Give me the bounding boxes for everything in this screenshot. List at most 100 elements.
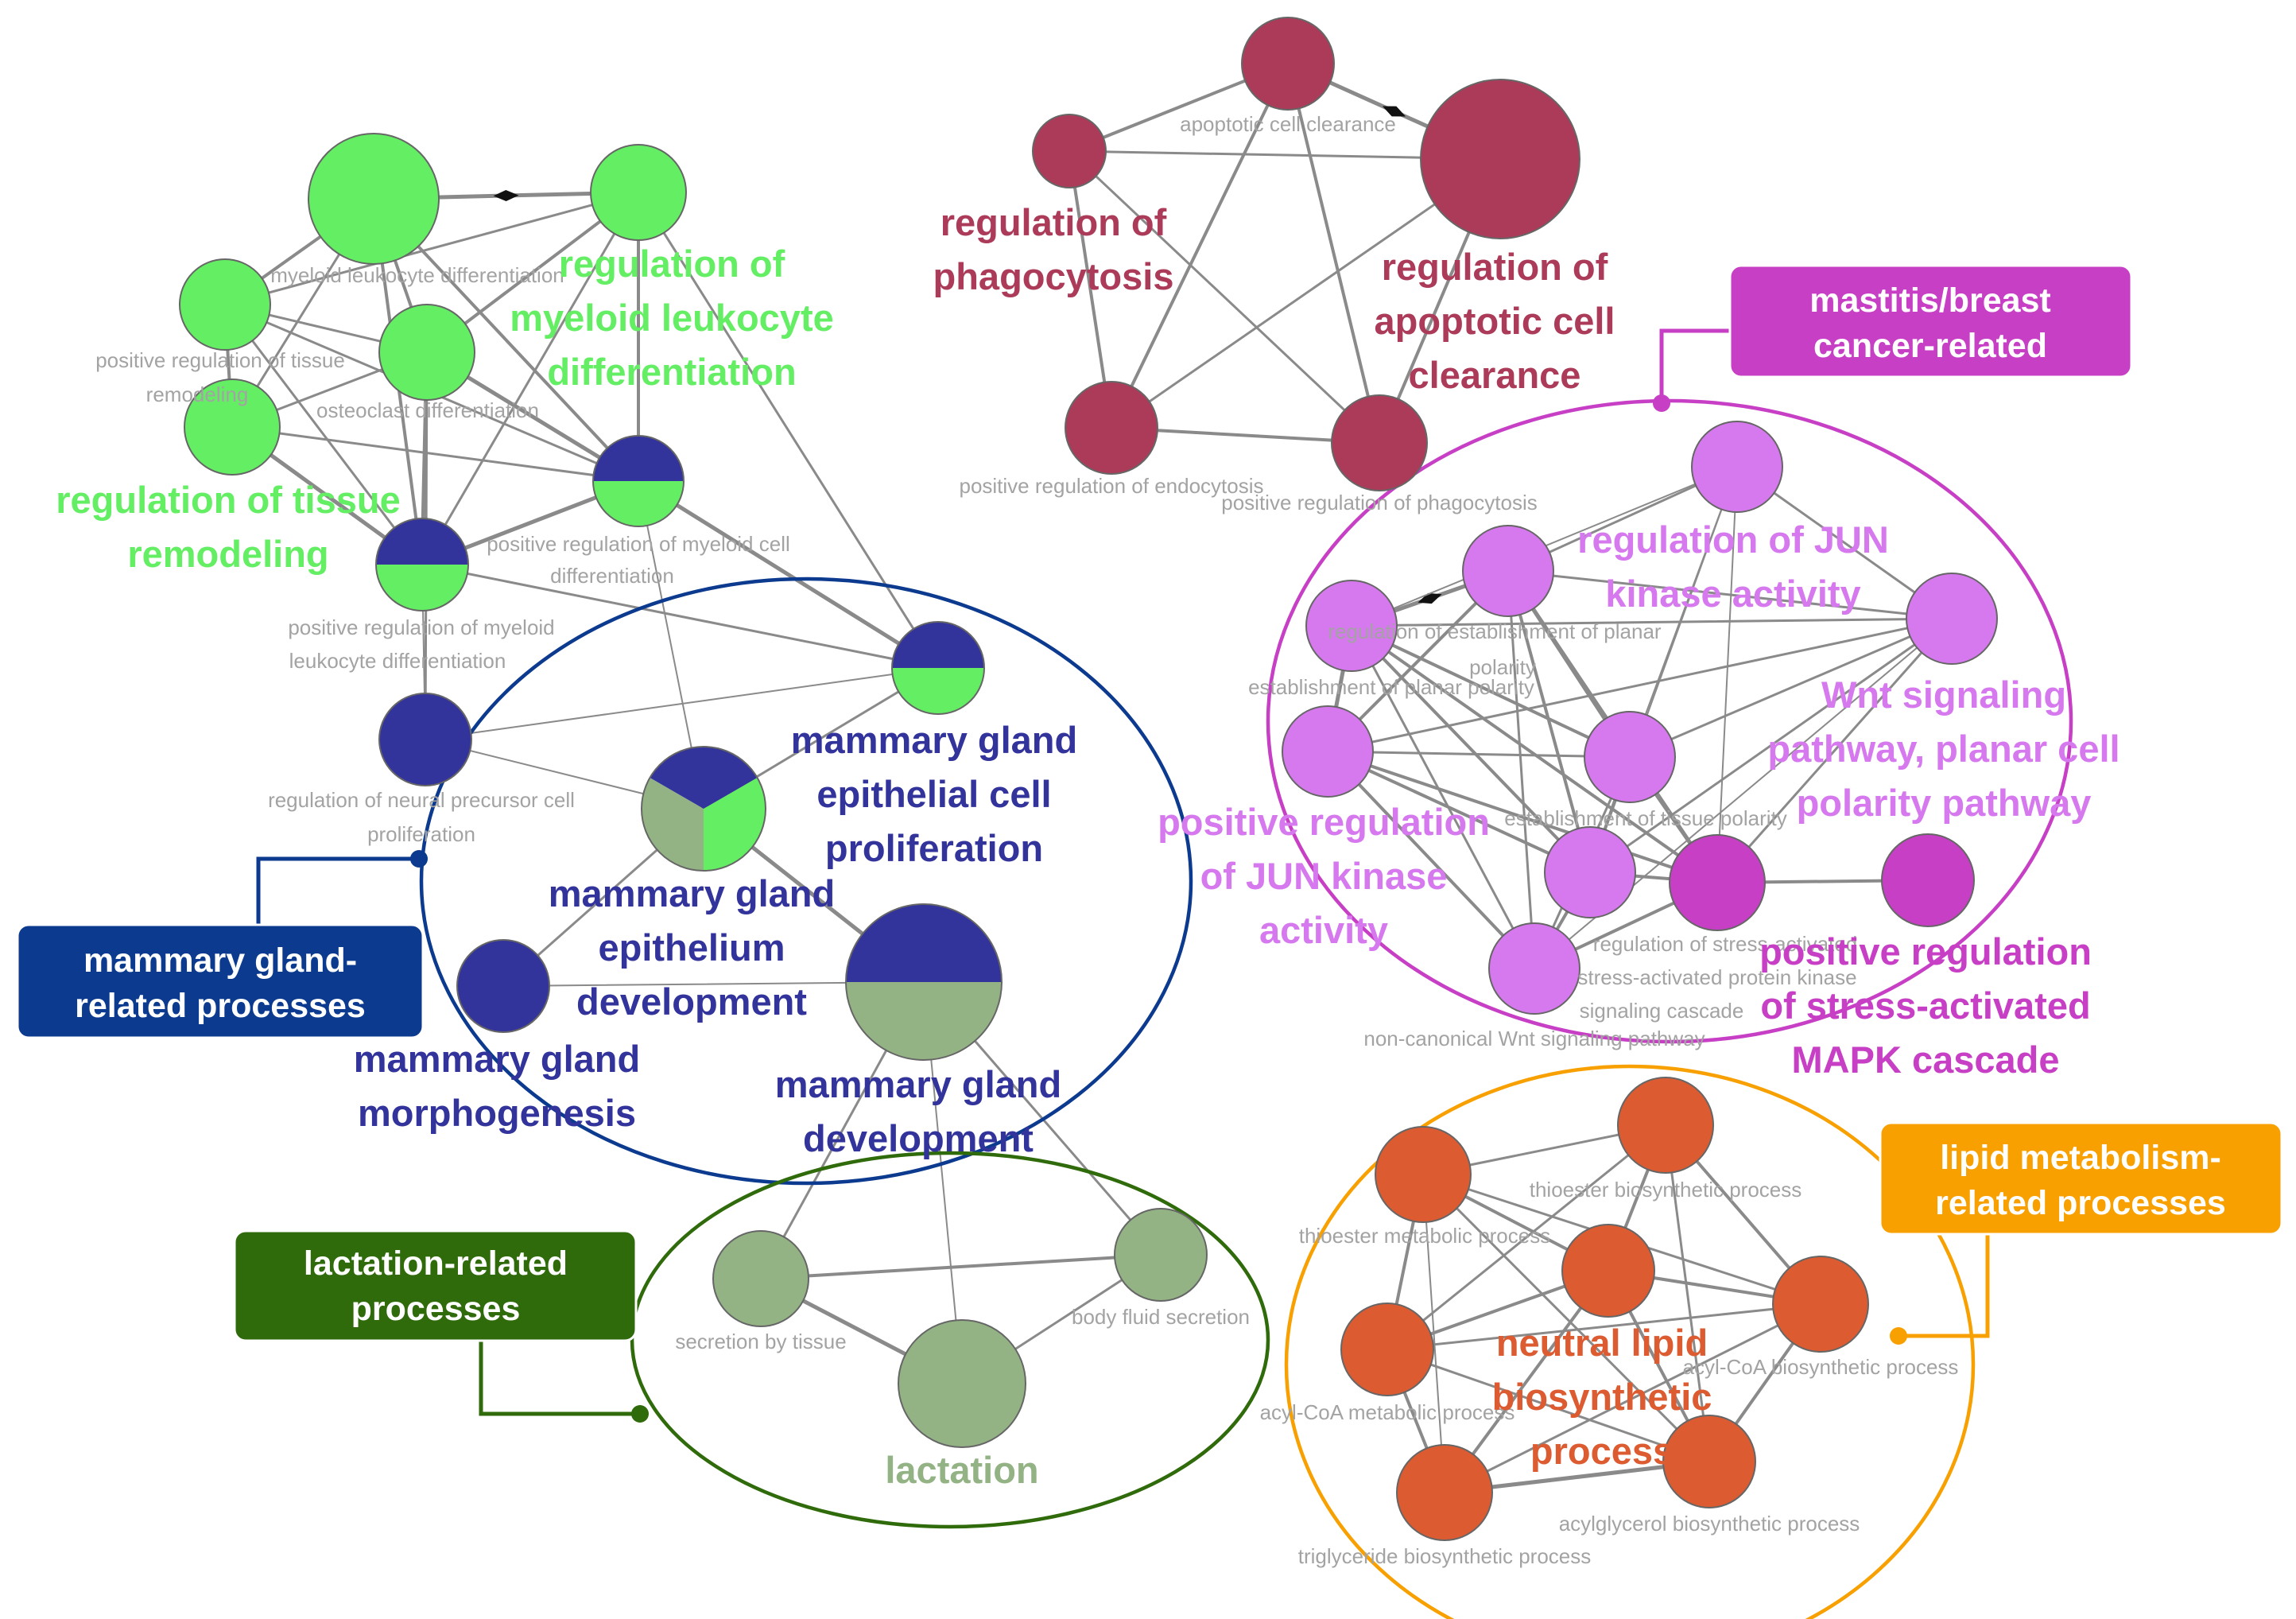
node-v_jun[interactable] [1462,525,1554,617]
node-lactation[interactable] [898,1319,1026,1448]
node-label: stress-activated protein kinase [1577,965,1856,989]
node-v_tissue_pol[interactable] [1544,826,1636,918]
node-label: establishment of planar polarity [1248,675,1534,699]
node-circle [1881,833,1975,927]
node-osteoclast[interactable] [378,304,475,401]
node-label: differentiation [550,564,674,588]
node-label: positive regulation of myeloid cell [487,532,790,556]
edge-o_thio_bio-o_acyl_met [1386,1124,1667,1351]
node-circle [1396,1444,1493,1541]
node-label: acylglycerol biosynthetic process [1559,1512,1860,1536]
node-slice [846,904,1002,982]
group-label-line: neutral lipid [1496,1322,1708,1364]
node-circle [590,144,687,241]
node-slice [892,622,984,668]
edge-myeloid_top-myeloid_left [223,191,640,306]
node-v_top[interactable] [1691,421,1783,513]
edge-myeloid_left-pos_myeloid [223,303,424,566]
node-tissue_pos[interactable] [184,379,281,476]
node-pos_myeloid_diff[interactable] [592,435,685,527]
node-body_fluid[interactable] [1114,1208,1208,1302]
callout-box [16,923,425,1039]
edge-v_pos_jun-m_stress [1326,750,1719,884]
group-label-line: of JUN kinase [1200,855,1448,897]
group-label-line: mammary gland [549,872,835,914]
callout-text-line: cancer-related [1813,327,2047,365]
node-circle [1114,1208,1208,1302]
node-mg_epi_prolif[interactable] [891,621,985,715]
node-mg_dev[interactable] [845,903,1003,1061]
node-slice [846,982,1002,1060]
edge-secretion-body_fluid [759,1253,1162,1280]
node-label: polarity [1469,655,1536,679]
node-v_wnt[interactable] [1906,573,1998,665]
node-o_thio_bio[interactable] [1617,1077,1714,1174]
node-o_neutral[interactable] [1561,1224,1655,1318]
node-phago[interactable] [1032,114,1107,188]
node-myeloid_top[interactable] [590,144,687,241]
node-slice [642,778,704,871]
callout-text-line: related processes [1935,1184,2226,1222]
node-pos_phago[interactable] [1331,394,1428,491]
group-label-line: morphogenesis [358,1092,636,1134]
node-o_thioester[interactable] [1375,1126,1472,1223]
node-circle [1488,922,1580,1015]
edge-diamond-marker [493,190,519,201]
node-apop_big[interactable] [1420,79,1580,239]
node-apop_top[interactable] [1241,17,1335,111]
node-outline [592,435,685,527]
node-o_acyl_met[interactable] [1340,1303,1434,1396]
node-label: non-canonical Wnt signaling pathway [1363,1027,1705,1050]
node-v_pos_jun[interactable] [1282,705,1374,798]
edge-v_wnt-v_center [1628,617,1953,759]
node-slice [376,518,468,565]
node-circle [1420,79,1580,239]
node-o_acyl_bio[interactable] [1772,1256,1869,1353]
group-label-line: differentiation [547,351,796,393]
node-o_acylgly[interactable] [1662,1415,1756,1508]
group-label-line: polarity pathway [1797,782,2092,824]
node-label: leukocyte differentiation [289,649,506,673]
node-m_pos_stress[interactable] [1881,833,1975,927]
node-o_trig[interactable] [1396,1444,1493,1541]
node-circle [378,304,475,401]
node-mg_morph[interactable] [456,939,550,1033]
callout-connector [256,856,419,925]
node-mg_epithelium[interactable] [641,746,766,872]
node-label: positive regulation of tissue [95,348,345,372]
callout-text: lipid metabolism-related processes [1935,1139,2226,1222]
node-circle [1065,381,1158,475]
node-circle [1462,525,1554,617]
edge-pos_myeloid-mg_epi_prolif [421,563,940,670]
node-label: positive regulation of phagocytosis [1221,491,1537,514]
edge-v_jun-v_tissue_pol [1507,569,1592,874]
node-neural[interactable] [378,693,472,786]
group-label-g9: lactation [885,1449,1038,1491]
node-v_center[interactable] [1584,711,1676,803]
node-label: thioester metabolic process [1299,1224,1550,1248]
node-pos_myeloid[interactable] [375,518,469,611]
callout-box [1879,1121,2283,1236]
edge-v_pos_jun-v_tissue_pol [1326,750,1592,874]
node-endocytosis[interactable] [1065,381,1158,475]
group-label-line: clearance [1409,354,1581,396]
node-label: osteoclast differentiation [316,398,539,422]
node-circle [1561,1224,1655,1318]
node-m_stress[interactable] [1669,834,1766,931]
node-myeloid_left[interactable] [179,258,271,351]
edge-apop_top-endocytosis [1110,62,1290,429]
node-v_noncanon[interactable] [1488,922,1580,1015]
node-secretion[interactable] [712,1230,809,1327]
node-myeloid_big[interactable] [308,133,440,265]
node-circle [1305,580,1398,672]
node-circle [1340,1303,1434,1396]
node-v_pcp[interactable] [1305,580,1398,672]
node-circle [1669,834,1766,931]
node-labels-layer: myeloid leukocyte differentiationpositiv… [95,112,1958,1568]
